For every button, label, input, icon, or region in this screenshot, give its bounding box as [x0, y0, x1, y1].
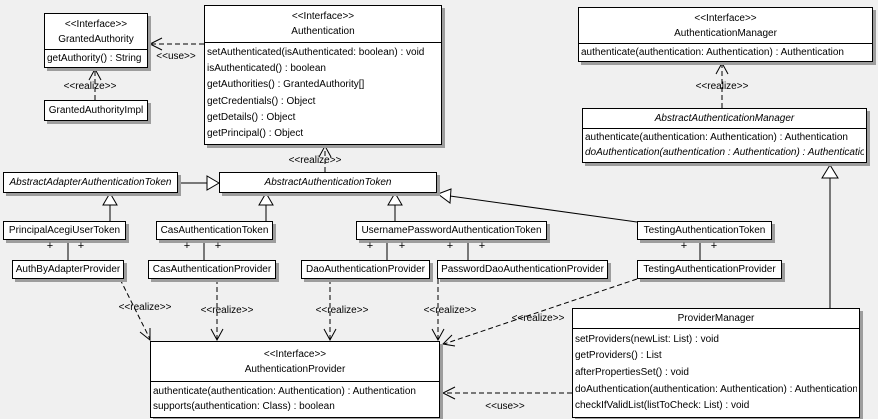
- assoc-plus: +: [478, 240, 486, 252]
- class-name: AuthenticationManager: [674, 27, 777, 39]
- edge-label-realize: <<realize>>: [118, 302, 172, 313]
- gen-arrowhead: [436, 188, 452, 204]
- assoc-plus: +: [680, 240, 688, 252]
- gen-arrowhead: [387, 192, 403, 206]
- assoc-plus: +: [398, 240, 406, 252]
- method: authenticate(authentication: Authenticat…: [153, 385, 416, 397]
- method: setAuthenticated(isAuthenticated: boolea…: [207, 47, 425, 59]
- class-provider-manager: ProviderManager setProviders(newList: Li…: [572, 308, 860, 418]
- class-principal-acegi-user-token: PrincipalAcegiUserToken: [3, 221, 126, 240]
- method: getAuthority() : String: [47, 52, 142, 64]
- method: authenticate(authentication: Authenticat…: [585, 132, 848, 143]
- class-name: CasAuthenticationToken: [160, 225, 269, 236]
- class-cas-authentication-provider: CasAuthenticationProvider: [148, 260, 276, 279]
- realize-arrowhead: [318, 144, 332, 158]
- assoc-plus: +: [46, 240, 54, 252]
- stereotype-label: <<Interface>>: [263, 348, 327, 360]
- class-username-password-authentication-token: UsernamePasswordAuthenticationToken: [356, 221, 547, 240]
- method: getPrincipal() : Object: [207, 127, 304, 139]
- assoc-plus: +: [710, 240, 718, 252]
- edge-label-realize: <<realize>>: [288, 155, 342, 166]
- gen-arrowhead: [102, 192, 118, 206]
- class-name: AbstractAuthenticationManager: [654, 113, 795, 124]
- edge-realize-testingprovider: [443, 278, 638, 345]
- method: afterPropertiesSet() : void: [575, 366, 689, 378]
- class-name: GrantedAuthorityImpl: [48, 105, 144, 116]
- realize-arrowhead: [323, 328, 337, 342]
- class-password-dao-authentication-provider: PasswordDaoAuthenticationProvider: [437, 260, 608, 279]
- class-name: TestingAuthenticationToken: [643, 225, 766, 236]
- method: getAuthorities() : GrantedAuthority[]: [207, 79, 365, 91]
- class-name: AbstractAuthenticationToken: [264, 177, 392, 188]
- class-authentication: <<Interface>> Authentication setAuthenti…: [204, 5, 442, 145]
- realize-arrowhead: [88, 67, 102, 81]
- method: getDetails() : Object: [207, 111, 296, 123]
- realize-arrowhead: [715, 61, 729, 75]
- edge-label-realize: <<realize>>: [423, 305, 477, 316]
- assoc-plus: +: [214, 240, 222, 252]
- stereotype-label: <<Interface>>: [291, 11, 355, 22]
- method: getProviders() : List: [575, 350, 662, 362]
- assoc-plus: +: [446, 240, 454, 252]
- class-name: DaoAuthenticationProvider: [306, 264, 425, 275]
- method: authenticate(authentication: Authenticat…: [581, 46, 844, 58]
- gen-arrowhead: [258, 192, 274, 206]
- method: setProviders(newList: List) : void: [575, 333, 719, 345]
- class-name: AbstractAdapterAuthenticationToken: [9, 177, 172, 188]
- class-abstract-authentication-token: AbstractAuthenticationToken: [219, 172, 437, 193]
- realize-arrowhead: [441, 334, 456, 347]
- edge-realize-authbyadapter: [119, 278, 151, 340]
- stereotype-label: <<Interface>>: [694, 12, 757, 24]
- realize-arrowhead: [139, 328, 151, 342]
- class-name: AuthenticationProvider: [244, 363, 346, 375]
- class-name: GrantedAuthority: [58, 33, 134, 45]
- class-abstract-adapter-authentication-token: AbstractAdapterAuthenticationToken: [3, 172, 178, 193]
- edge-label-realize: <<realize>>: [695, 81, 749, 92]
- method: checkIfValidList(listToCheck: List) : vo…: [575, 400, 750, 412]
- method: getCredentials() : Object: [207, 95, 316, 107]
- class-auth-by-adapter-provider: AuthByAdapterProvider: [12, 260, 124, 279]
- method: supports(authentication: Class) : boolea…: [153, 401, 335, 413]
- edge-label-realize: <<realize>>: [200, 305, 254, 316]
- class-granted-authority: <<Interface>> GrantedAuthority getAuthor…: [44, 13, 148, 68]
- assoc-plus: +: [183, 240, 191, 252]
- edge-gen-testing-token: [449, 195, 638, 223]
- stereotype-label: <<Interface>>: [64, 18, 128, 30]
- use-arrowhead: [148, 37, 163, 51]
- assoc-plus: +: [366, 240, 374, 252]
- assoc-plus: +: [77, 240, 85, 252]
- use-arrowhead: [441, 386, 456, 400]
- class-authentication-provider: <<Interface>> AuthenticationProvider aut…: [150, 341, 440, 418]
- realize-arrowhead: [210, 328, 224, 342]
- class-authentication-manager: <<Interface>> AuthenticationManager auth…: [578, 7, 873, 62]
- class-name: UsernamePasswordAuthenticationToken: [361, 225, 542, 236]
- class-testing-authentication-provider: TestingAuthenticationProvider: [637, 260, 782, 279]
- edge-label-realize: <<realize>>: [511, 313, 565, 324]
- edge-label-use: <<use>>: [156, 51, 196, 62]
- class-dao-authentication-provider: DaoAuthenticationProvider: [301, 260, 430, 279]
- class-name: TestingAuthenticationProvider: [643, 264, 776, 275]
- class-name: Authentication: [291, 26, 355, 37]
- method: isAuthenticated() : boolean: [207, 63, 326, 75]
- class-name: AuthByAdapterProvider: [15, 264, 121, 275]
- method: doAuthentication(authentication : Authen…: [585, 147, 864, 158]
- class-name: PrincipalAcegiUserToken: [8, 225, 121, 236]
- class-granted-authority-impl: GrantedAuthorityImpl: [44, 100, 148, 121]
- class-name: CasAuthenticationProvider: [152, 264, 272, 275]
- edge-label-use: <<use>>: [485, 401, 525, 412]
- edge-label-realize: <<realize>>: [63, 81, 117, 92]
- class-abstract-authentication-manager: AbstractAuthenticationManager authentica…: [582, 108, 867, 163]
- method: doAuthentication(authentication: Authent…: [575, 383, 857, 395]
- class-name: PasswordDaoAuthenticationProvider: [441, 264, 604, 275]
- class-testing-authentication-token: TestingAuthenticationToken: [637, 221, 772, 240]
- gen-arrowhead: [206, 175, 220, 191]
- realize-arrowhead: [431, 328, 445, 342]
- class-cas-authentication-token: CasAuthenticationToken: [156, 221, 273, 240]
- gen-arrowhead: [821, 164, 839, 179]
- edge-label-realize: <<realize>>: [315, 305, 369, 316]
- class-name: ProviderManager: [677, 313, 755, 324]
